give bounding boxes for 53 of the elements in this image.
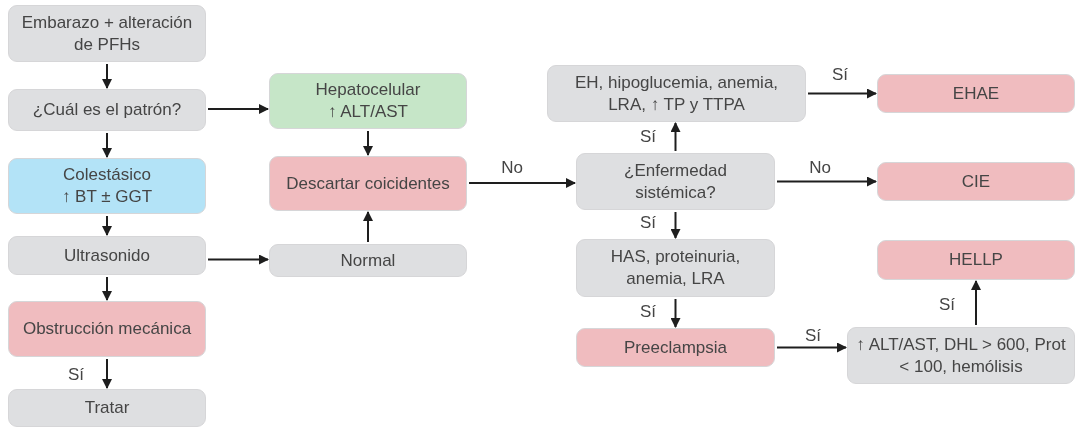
arrow — [207, 254, 269, 265]
arrow — [102, 215, 112, 236]
box-text: Preeclampsia — [624, 336, 727, 359]
process-box — [576, 153, 775, 210]
arrow — [670, 298, 681, 328]
arrow — [102, 63, 112, 89]
box-text: Tratar — [84, 397, 130, 419]
process-box — [576, 239, 775, 297]
process-box — [847, 327, 1075, 384]
process-box — [8, 158, 206, 214]
process-box — [576, 328, 775, 367]
box-text: EHAE — [952, 82, 1000, 105]
process-box — [877, 162, 1075, 201]
arrow — [102, 358, 112, 389]
box-text: ¿Cuál es el patrón? — [32, 99, 182, 121]
arrow — [363, 211, 373, 243]
arrow — [102, 276, 112, 301]
arrow — [776, 176, 877, 187]
box-text: Embarazo + alteración de PFHs — [20, 11, 194, 56]
box-text: ↑ ALT/AST, DHL > 600, Prot < 100, hemólisis — [856, 333, 1066, 378]
arrow — [670, 122, 681, 152]
box-text: Normal — [340, 249, 396, 272]
process-box — [877, 74, 1075, 113]
arrow — [102, 132, 112, 158]
arrow — [363, 130, 373, 156]
box-text: EH, hipoglucemia, anemia, LRA, ↑ TP y TTPA — [573, 71, 780, 116]
process-box — [877, 240, 1075, 280]
arrow — [670, 211, 681, 239]
process-box — [269, 73, 467, 129]
box-text: Hepatocelular — [315, 79, 421, 101]
box-text: ↑ BT ± GGT — [61, 186, 153, 208]
arrow — [971, 280, 981, 326]
process-box — [547, 65, 806, 122]
box-text: Obstrucción mecánica — [22, 318, 192, 340]
box-text: HELLP — [949, 249, 1003, 271]
box-text: ¿Enfermedad sistémica? — [623, 159, 728, 204]
arrow — [468, 178, 576, 188]
box-text: Colestásico — [63, 164, 151, 186]
process-box — [8, 5, 206, 62]
arrow — [776, 342, 847, 353]
process-box — [8, 89, 206, 131]
process-box — [8, 389, 206, 427]
process-box — [8, 301, 206, 357]
box-text: CIE — [961, 170, 991, 193]
box-text: Ultrasonido — [64, 244, 150, 267]
process-box — [8, 236, 206, 275]
arrow — [807, 88, 877, 99]
box-text: HAS, proteinuria, anemia, LRA — [609, 246, 742, 290]
arrow — [207, 104, 269, 114]
process-box — [269, 156, 467, 211]
box-text: Descartar coicidentes — [286, 172, 450, 195]
box-text: ↑ ALT/AST — [328, 101, 408, 123]
process-box — [269, 244, 467, 277]
